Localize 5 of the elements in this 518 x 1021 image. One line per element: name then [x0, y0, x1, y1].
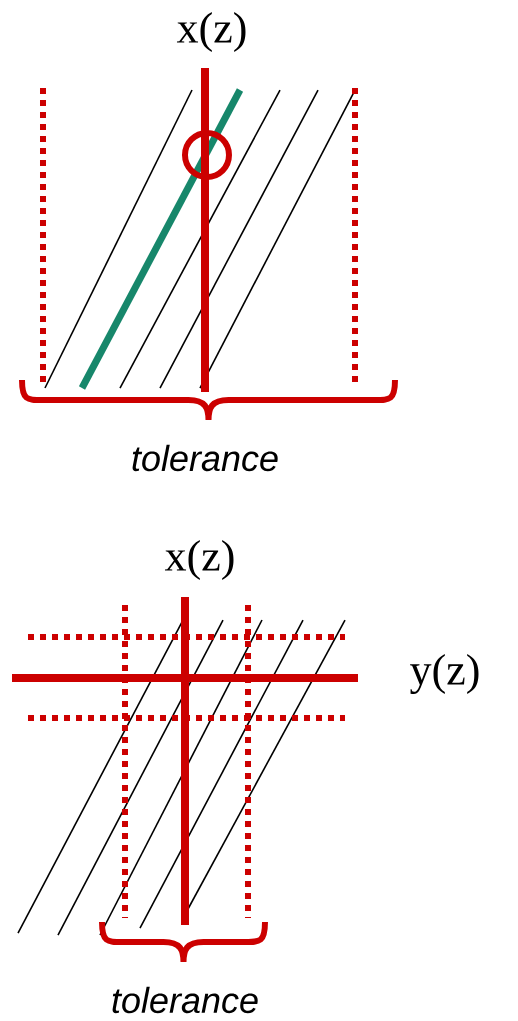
- axis-label: x(z): [164, 540, 234, 580]
- axis-label: x(z): [176, 12, 246, 52]
- axis-label: y(z): [410, 654, 479, 694]
- tolerance-label: tolerance: [112, 986, 258, 1014]
- tolerance-label: tolerance: [132, 444, 278, 472]
